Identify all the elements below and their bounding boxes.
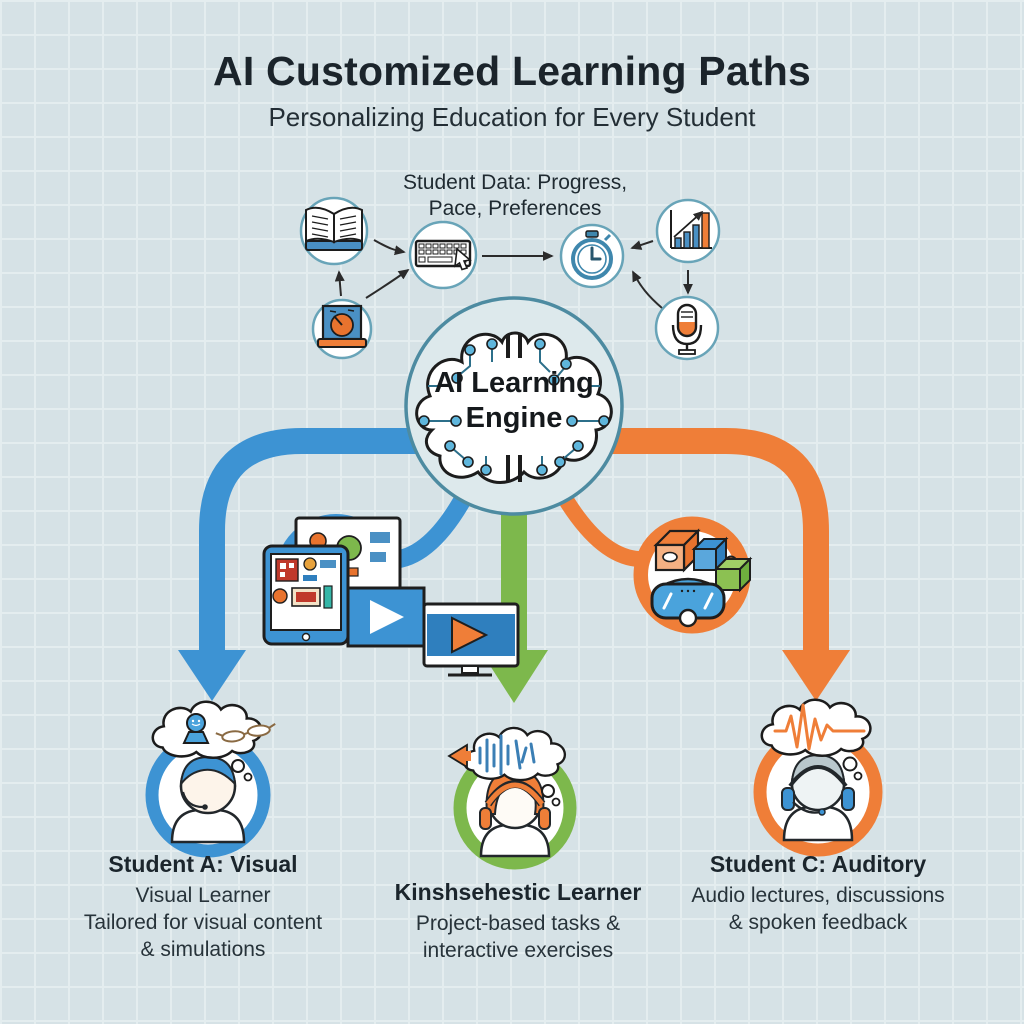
student-b-line2: interactive exercises (422, 939, 614, 962)
student-a-avatar (170, 755, 246, 844)
video-monitor-icon (422, 602, 520, 677)
gauge-screen-icon (311, 298, 373, 360)
data-icons (299, 196, 721, 361)
student-c-avatar (781, 753, 855, 842)
engine-label-line2: Engine (465, 402, 563, 434)
student-c-title: Student C: Auditory (709, 851, 927, 877)
student-b-title: Kinshsehestic Learner (394, 879, 642, 905)
arrow-book-to-keyboard (373, 239, 406, 256)
visual-path (199, 428, 510, 652)
cursor-icon (454, 247, 472, 271)
ai-engine-circle (404, 296, 624, 516)
student-c-caption: Student C: Auditory Audio lectures, disc… (638, 851, 998, 936)
student-data-label: Student Data: Progress, Pace, Preference… (402, 171, 628, 220)
video-player-icon (346, 586, 426, 648)
brain-circuit-nodes (418, 338, 610, 476)
arrow-gauge-to-book (334, 270, 345, 297)
student-a-line3: & simulations (140, 938, 266, 961)
vr-headset-icon (650, 577, 726, 628)
bar-chart-icon (655, 198, 721, 264)
blocks-3d-icon (653, 528, 753, 593)
page-title: AI Customized Learning Paths (213, 48, 811, 94)
auditory-path-arrowhead (782, 650, 850, 701)
green-block (713, 555, 753, 593)
student-a-title: Student A: Visual (108, 851, 298, 877)
student-b-avatar (479, 768, 551, 858)
keyboard-icon (408, 220, 478, 290)
visual-path-arrowhead (178, 650, 246, 701)
thought-bubble-c (760, 698, 872, 781)
arrow-chart-to-stopwatch (630, 240, 654, 250)
auditory-branch (552, 482, 646, 567)
arrow-mic-to-stopwatch (632, 270, 663, 309)
thought-bubble-b (447, 726, 567, 807)
stopwatch-icon (559, 223, 625, 289)
student-a-caption: Student A: Visual Visual Learner Tailore… (23, 851, 383, 963)
student-a-line1: Visual Learner (135, 884, 271, 907)
brain-icon (415, 331, 613, 484)
blue-block (691, 536, 729, 573)
visual-branch (383, 481, 477, 569)
waveform-icon (773, 703, 866, 751)
student-a-line2: Tailored for visual content (83, 911, 323, 934)
student-c-line2: & spoken feedback (728, 911, 908, 934)
webcam-person-icon (182, 713, 210, 744)
auditory-path (518, 428, 829, 652)
audio-wave-icon (447, 734, 536, 776)
tablet-icon (262, 544, 350, 646)
engine-label: AI Learning Engine (434, 366, 594, 436)
microphone-icon (654, 295, 720, 361)
thought-bubble-a (151, 700, 276, 782)
open-book-icon (299, 196, 369, 266)
student-b-caption: Kinshsehestic Learner Project-based task… (338, 879, 698, 964)
visual-media-icons (262, 516, 520, 677)
page-subtitle: Personalizing Education for Every Studen… (268, 102, 756, 132)
glasses-sketch-icon (215, 723, 276, 743)
student-c-line1: Audio lectures, discussions (691, 884, 945, 907)
engine-label-line1: AI Learning (434, 367, 594, 399)
vr-blocks-icons (648, 528, 753, 628)
data-flow-arrows (334, 239, 693, 309)
arrow-gauge-to-keyboard (365, 268, 410, 299)
student-b-line1: Project-based tasks & (415, 912, 621, 935)
